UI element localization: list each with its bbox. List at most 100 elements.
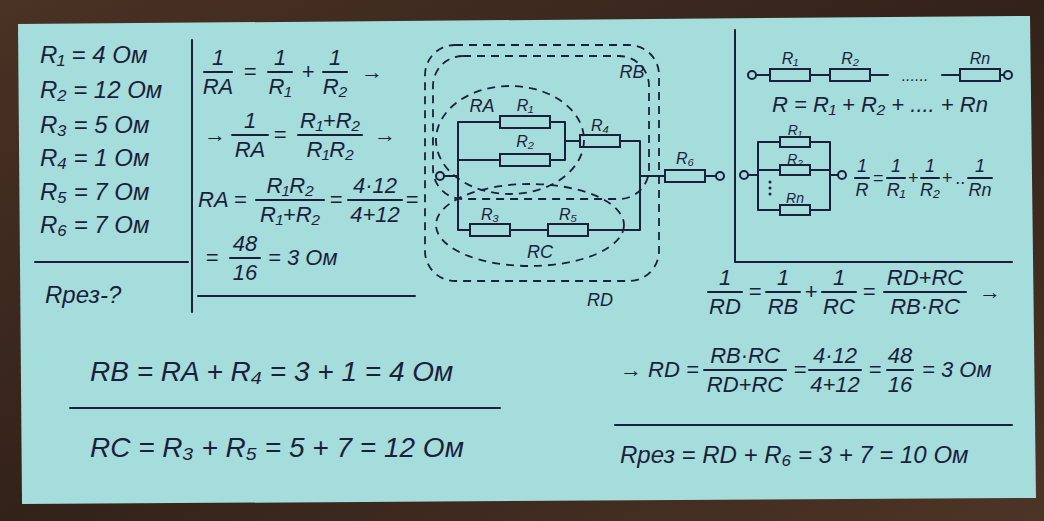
fraction-bar <box>766 291 800 293</box>
formula-term: 1 <box>833 267 845 289</box>
fraction-bar <box>323 71 347 73</box>
resistor-label: R₄ <box>591 118 609 134</box>
fraction-bar <box>708 291 742 293</box>
given-value: R₅ = 7 Ом <box>40 180 149 204</box>
fraction-bar <box>268 71 292 73</box>
given-value: R₂ = 12 Ом <box>40 78 162 102</box>
formula-line: RC = R₃ + R₅ = 5 + 7 = 12 Ом <box>90 434 464 462</box>
region-outline: RA <box>435 85 585 195</box>
region-outline: RB RA <box>432 55 650 200</box>
fraction-bar <box>887 369 913 371</box>
formula-term: RB·RC <box>710 345 780 367</box>
resistor-label: R₆ <box>676 151 694 167</box>
ellipsis: ...... <box>902 68 929 84</box>
dashed-outline <box>433 56 649 199</box>
fraction-bar <box>230 257 260 259</box>
dashed-outline <box>435 85 585 195</box>
formula-term: RD+RC <box>707 374 783 396</box>
formula-term: RC <box>823 296 855 318</box>
dashed-outline <box>432 55 650 200</box>
fraction-bar <box>968 177 992 179</box>
resistor-symbol <box>500 154 550 166</box>
underline <box>70 407 500 409</box>
dashed-outline <box>436 86 584 194</box>
terminal <box>1004 71 1012 79</box>
formula-term: RA = <box>198 189 247 211</box>
formula-term: R₁ <box>887 181 906 199</box>
given-value: R₄ = 1 Ом <box>40 146 149 170</box>
resistor-symbol <box>470 224 510 236</box>
terminal <box>716 172 724 180</box>
formula-term: R₁R₂ <box>266 175 313 197</box>
terminal <box>740 171 748 179</box>
underline <box>615 424 1012 426</box>
resistor-symbol <box>580 135 620 147</box>
formula-term: + <box>942 169 953 187</box>
formula-term: → <box>361 61 383 83</box>
region-label: RB <box>619 63 644 81</box>
fraction-bar <box>204 71 232 73</box>
formula-term: RB·RC <box>890 296 960 318</box>
region-label: RD <box>587 291 613 309</box>
formula-term: = <box>274 124 287 146</box>
resistor-symbol <box>830 69 870 81</box>
wire <box>756 74 1004 76</box>
formula-term: 1 <box>244 110 256 132</box>
fraction-bar <box>809 369 861 371</box>
fraction-bar <box>704 369 786 371</box>
wire <box>444 122 716 230</box>
formula-term: 1 <box>212 47 224 69</box>
fraction-bar <box>348 199 402 201</box>
formula-term: → <box>374 124 396 146</box>
formula-term: 48 <box>233 233 257 255</box>
fraction-bar <box>887 177 905 179</box>
formula-term: R₂ <box>920 181 940 199</box>
result-line: Rрез = RD + R₆ = 3 + 7 = 10 Ом <box>620 443 969 467</box>
formula-term: + <box>302 61 315 83</box>
formula-term: 1 <box>274 47 286 69</box>
formula-term: = <box>406 189 419 211</box>
fraction-bar <box>298 134 362 136</box>
divider-line <box>734 30 736 262</box>
formula-term: R₁R₂ <box>306 139 353 161</box>
ellipsis-dot <box>769 181 772 184</box>
formula-term: 1 <box>329 47 341 69</box>
resistor-label: R₂ <box>787 152 802 166</box>
formula-term: = <box>873 169 884 187</box>
formula-term: RD+RC <box>887 267 963 289</box>
ellipsis-dot <box>769 193 772 196</box>
resistor-symbol <box>780 165 810 175</box>
formula-term: .. <box>956 169 966 187</box>
formula-term: = <box>749 281 762 303</box>
formula-term: 1 <box>857 157 867 175</box>
formula-term: Rn <box>968 181 991 199</box>
resistor-label: R₁ <box>788 123 803 137</box>
formula-term: = <box>330 189 343 211</box>
formula-term: = <box>794 359 807 381</box>
dashed-outline <box>436 184 624 266</box>
formula-term: → <box>979 281 1001 303</box>
formula-term: R₂ <box>323 76 347 98</box>
formula-term: = 3 Ом <box>922 359 992 381</box>
formula-term: 1 <box>891 157 901 175</box>
resistor-label: Rn <box>970 51 990 67</box>
formula-term: = <box>863 281 876 303</box>
dashed-outline <box>425 45 659 281</box>
region-label: RA <box>469 97 494 115</box>
terminal <box>436 172 444 180</box>
formula-term: 4+12 <box>350 204 400 226</box>
formula-term: → RD = <box>620 359 699 381</box>
given-value: R₆ = 7 Ом <box>40 213 149 237</box>
formula-term: = <box>206 247 219 269</box>
resistor-symbol <box>960 69 1000 81</box>
resistor-symbol <box>548 224 588 236</box>
resistor-label: R₂ <box>841 51 859 67</box>
fraction-bar <box>884 291 966 293</box>
divider-line <box>35 261 188 263</box>
formula-term: RA <box>235 139 266 161</box>
formula-term: 16 <box>888 374 912 396</box>
formula-term: + <box>908 169 919 187</box>
formula-term: R₁ <box>269 76 292 98</box>
resistor-label: R₂ <box>516 134 534 150</box>
